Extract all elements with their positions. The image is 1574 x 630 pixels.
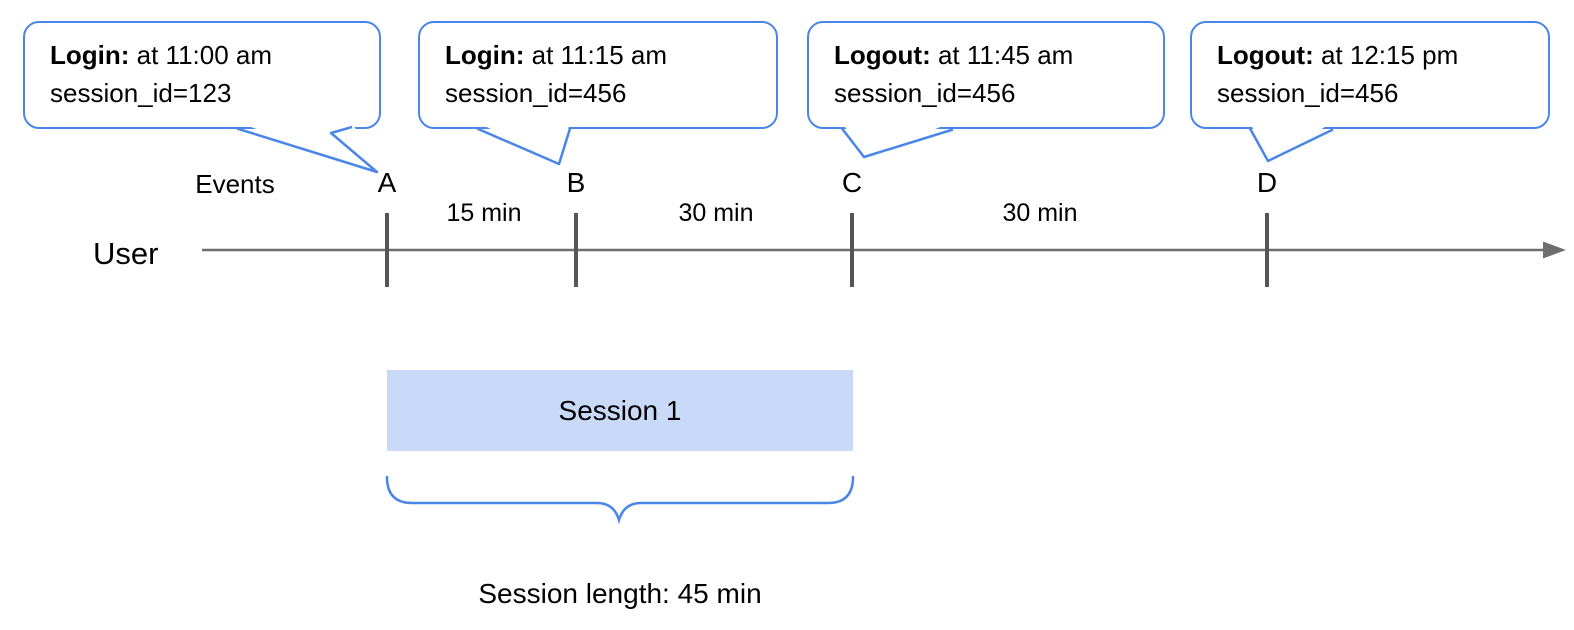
session-id-label: session_id=123 bbox=[50, 78, 232, 108]
user-row-label: User bbox=[93, 236, 159, 271]
interval-label-bc: 30 min bbox=[678, 199, 754, 227]
callout-tail-d-icon bbox=[1248, 127, 1334, 163]
session-brace-icon bbox=[385, 475, 855, 525]
session-bar-label: Session 1 bbox=[558, 394, 682, 426]
callout-tail-a-mask bbox=[237, 122, 377, 172]
event-type-label: Login: bbox=[445, 40, 525, 70]
callout-event-d: Logout: at 12:15 pm session_id=456 bbox=[1190, 21, 1550, 129]
events-axis-label: Events bbox=[195, 169, 275, 199]
session-id-label: session_id=456 bbox=[1217, 78, 1399, 108]
event-type-label: Login: bbox=[50, 40, 130, 70]
session-id-label: session_id=456 bbox=[445, 78, 627, 108]
event-marker-b: B bbox=[566, 167, 586, 198]
interval-label-cd: 30 min bbox=[1002, 199, 1078, 227]
event-marker-c: C bbox=[841, 167, 863, 198]
session-length-label: Session length: 45 min bbox=[478, 578, 762, 609]
event-type-label: Logout: bbox=[1217, 40, 1314, 70]
interval-label-ab: 15 min bbox=[446, 199, 522, 227]
callout-tail-a-icon bbox=[236, 125, 379, 174]
callout-event-a: Login: at 11:00 am session_id=123 bbox=[23, 21, 381, 129]
event-time-label: at 11:00 am bbox=[129, 40, 273, 70]
callout-tail-b-icon bbox=[476, 127, 572, 166]
event-type-label: Logout: bbox=[834, 40, 931, 70]
event-time-label: at 11:15 am bbox=[524, 40, 668, 70]
callout-event-line: Logout: at 11:45 am bbox=[834, 36, 1145, 74]
callout-tail-c-icon bbox=[841, 127, 954, 159]
session-id-label: session_id=456 bbox=[834, 78, 1016, 108]
event-marker-d: D bbox=[1256, 167, 1278, 198]
event-marker-a: A bbox=[377, 167, 397, 198]
callout-event-c: Logout: at 11:45 am session_id=456 bbox=[807, 21, 1165, 129]
callout-event-line: Logout: at 12:15 pm bbox=[1217, 36, 1530, 74]
event-time-label: at 12:15 pm bbox=[1313, 40, 1459, 70]
timeline-arrowhead-icon bbox=[1543, 241, 1566, 259]
callout-event-b: Login: at 11:15 am session_id=456 bbox=[418, 21, 778, 129]
callout-event-line: Login: at 11:15 am bbox=[445, 36, 758, 74]
callout-event-line: Login: at 11:00 am bbox=[50, 36, 361, 74]
event-time-label: at 11:45 am bbox=[930, 40, 1074, 70]
session-1-bar: Session 1 bbox=[387, 370, 853, 451]
